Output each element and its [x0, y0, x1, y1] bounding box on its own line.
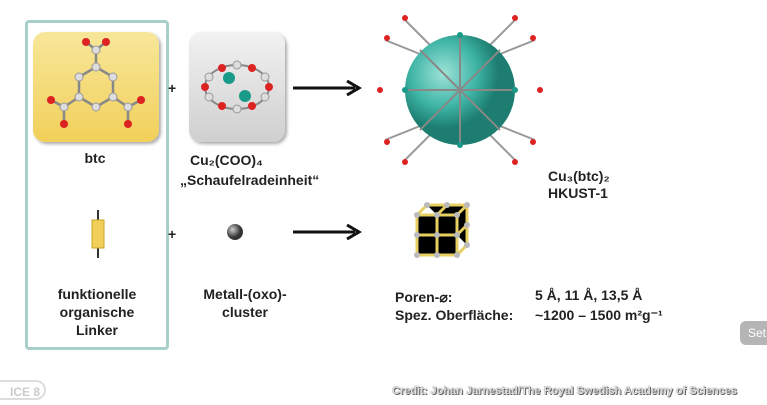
- organic-linker-frame: [25, 20, 169, 350]
- cluster-formula: Cu₂(COO)₄: [190, 152, 263, 168]
- source-badge: ICE 8: [0, 380, 46, 400]
- paddlewheel-box: [189, 32, 285, 142]
- image-credit: Credit: Johan Jarnestad/The Royal Swedis…: [392, 385, 737, 397]
- settings-button[interactable]: Set: [740, 321, 767, 345]
- linker-label-line-3: Linker: [75, 322, 119, 338]
- surface-area-label: Spez. Oberfläche:: [395, 307, 514, 323]
- product-name: HKUST-1: [548, 185, 608, 201]
- linker-icon: [91, 210, 105, 258]
- product-formula: Cu₃(btc)₂: [548, 168, 610, 184]
- plus-sign: +: [168, 80, 177, 96]
- cluster-label-line-2: cluster: [222, 304, 268, 320]
- btc-molecule-box: [33, 32, 159, 142]
- surface-area-value: ~1200 – 1500 m²g⁻¹: [535, 307, 663, 323]
- arrow-icon: [293, 80, 362, 96]
- cluster-label-line-1: Metall-(oxo)-: [203, 286, 287, 302]
- cluster-name: „Schaufelradeinheit“: [180, 172, 320, 188]
- btc-molecule-icon: [47, 38, 145, 128]
- metal-cluster-icon: [227, 224, 243, 240]
- paddlewheel-icon: [201, 60, 273, 114]
- plus-sign: +: [168, 226, 177, 242]
- framework-cube-icon: [414, 202, 470, 258]
- arrow-icon: [293, 224, 362, 240]
- hkust-1-structure-icon: [377, 15, 543, 165]
- linker-label-line-2: organische: [59, 304, 135, 320]
- linker-label-line-1: funktionelle: [57, 286, 137, 302]
- pore-size-value: 5 Å, 11 Å, 13,5 Å: [535, 287, 643, 303]
- pore-size-label: Poren-⌀:: [395, 289, 453, 305]
- btc-label: btc: [84, 150, 106, 166]
